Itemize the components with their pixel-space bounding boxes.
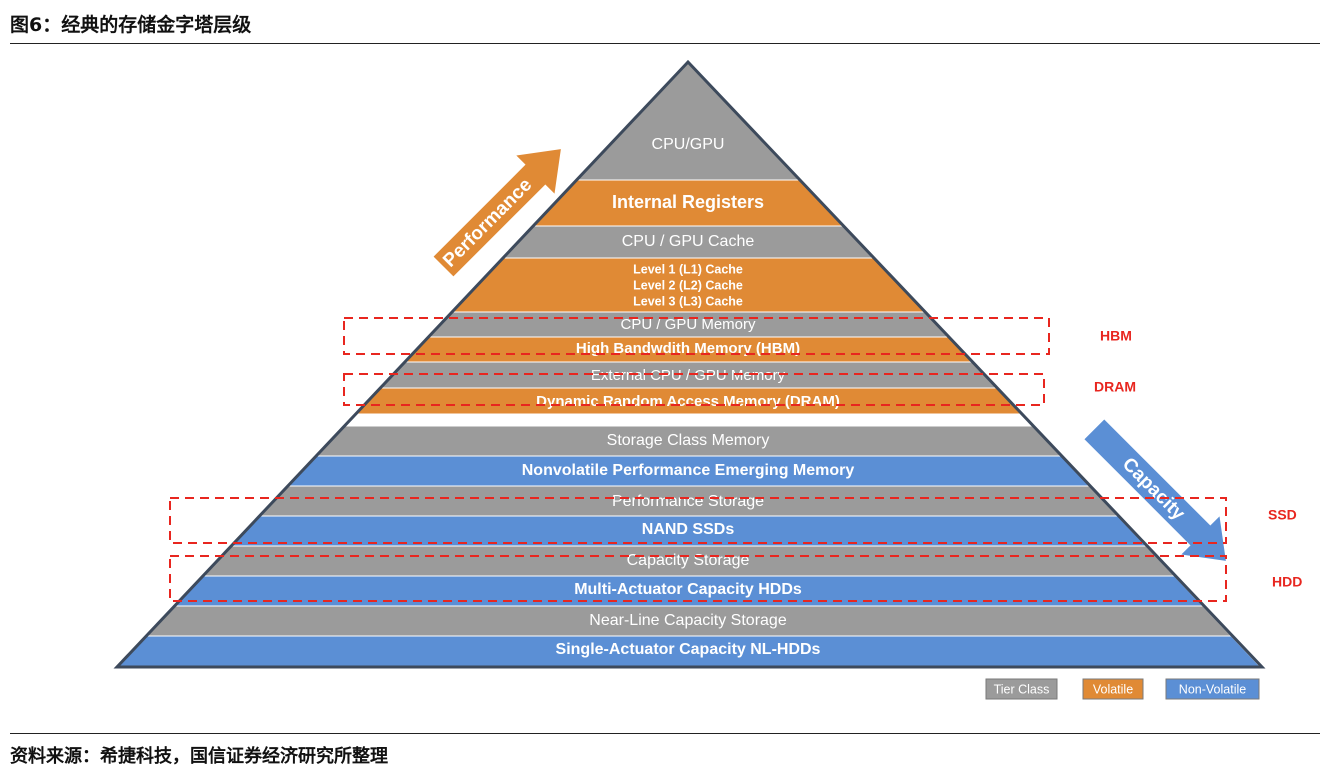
highlight-tag: DRAM [1094, 379, 1136, 395]
pyramid-outline [113, 59, 1266, 669]
tier-label: Nonvolatile Performance Emerging Memory [522, 462, 855, 479]
tier-label: CPU/GPU [652, 136, 725, 153]
tier-label: Multi-Actuator Capacity HDDs [574, 581, 802, 598]
legend-swatch [1082, 678, 1144, 700]
legend-label: Tier Class [994, 682, 1050, 696]
figure-source: 资料来源：希捷科技，国信证券经济研究所整理 [10, 746, 388, 767]
highlight-box [169, 497, 1227, 544]
tier-label: Internal Registers [612, 192, 764, 212]
highlight-boxes: HBM DRAM SSD HDD [169, 317, 1302, 602]
tier-label: Near-Line Capacity Storage [589, 612, 787, 629]
tier-label: CPU / GPU Cache [622, 233, 755, 250]
legend-label: Volatile [1093, 682, 1133, 696]
tier-label: Level 3 (L3) Cache [633, 294, 743, 308]
highlight-tag: SSD [1268, 507, 1297, 523]
tier-label: Single-Actuator Capacity NL-HDDs [556, 641, 821, 658]
tier-label: External CPU / GPU Memory [591, 367, 786, 384]
tier-label: NAND SSDs [642, 521, 735, 538]
bottom-rule [10, 733, 1320, 734]
tier-label: Performance Storage [612, 493, 764, 510]
pyramid-edge [113, 59, 1266, 669]
tier-label: CPU / GPU Memory [620, 316, 756, 333]
capacity-arrow-label: Capacity [1118, 454, 1189, 525]
tier-label: Capacity Storage [627, 552, 750, 569]
tier-band [575, 61, 801, 181]
legend: Tier Class Volatile Non-Volatile [985, 678, 1260, 700]
figure-title: 图6：经典的存储金字塔层级 [10, 14, 252, 36]
performance-arrow-shape [433, 149, 561, 277]
tier-label: High Bandwdith Memory (HBM) [576, 340, 800, 357]
tier-label: Storage Class Memory [607, 432, 770, 449]
legend-label: Non-Volatile [1179, 682, 1246, 696]
highlight-box [343, 373, 1045, 406]
tier-label: Level 1 (L1) Cache [633, 262, 743, 276]
highlight-tag: HDD [1272, 574, 1302, 590]
highlight-box [343, 317, 1050, 355]
highlight-box [169, 555, 1227, 602]
capacity-arrow-shape [1084, 419, 1226, 561]
top-rule [10, 43, 1320, 44]
tier-label: Level 2 (L2) Cache [633, 278, 743, 292]
legend-swatch [985, 678, 1058, 700]
legend-swatch [1165, 678, 1260, 700]
tier-label: Dynamic Random Access Memory (DRAM) [536, 393, 840, 410]
highlight-tag: HBM [1100, 328, 1132, 344]
